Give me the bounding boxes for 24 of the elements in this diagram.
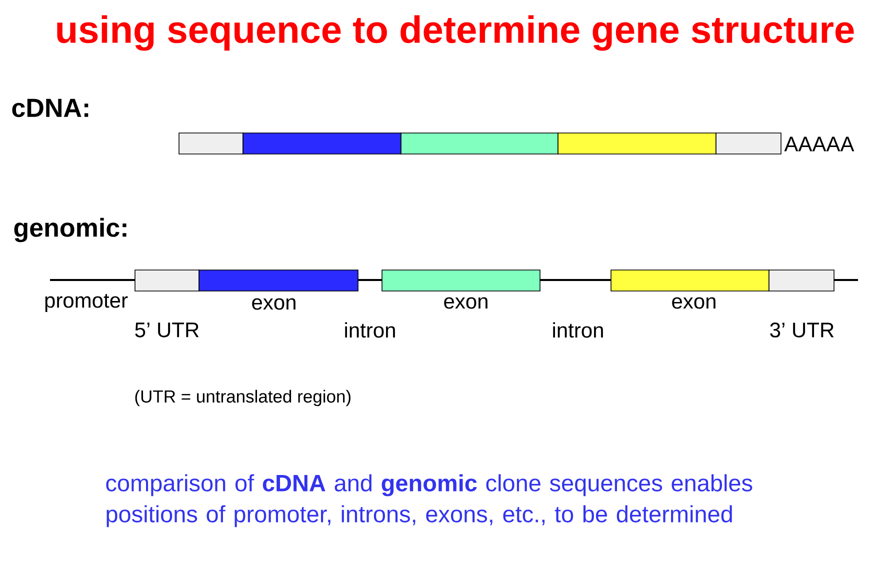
section-heading: genomic: [14,218,126,242]
caption-text: comparison of cDNA and genomic clone sequences enables positions of promoter, introns, exons, etc., to be determined [106,474,752,528]
region-label: exon [672,297,716,309]
exon-box [198,270,358,292]
exon-box [242,132,402,154]
region-label: 5’ UTR [135,322,199,338]
region-label: exon [444,297,488,309]
exon-box [558,132,716,154]
utr-box [716,132,782,154]
utr-box [134,270,200,292]
region-label: intron [553,322,603,338]
exon-box [382,270,540,292]
poly-a-label: AAAAA [784,136,854,152]
utr-box [768,270,834,292]
utr-box [178,132,244,154]
region-label: intron [345,322,395,338]
exon-box [400,132,558,154]
region-label: exon [252,298,296,310]
region-label: promoter [45,294,128,312]
exon-box [610,270,770,292]
title: using sequence to determine gene structure [57,15,854,51]
section-heading: cDNA: [12,98,88,118]
region-label: 3’ UTR [770,322,834,338]
note-text: (UTR = untranslated region) [135,390,350,406]
